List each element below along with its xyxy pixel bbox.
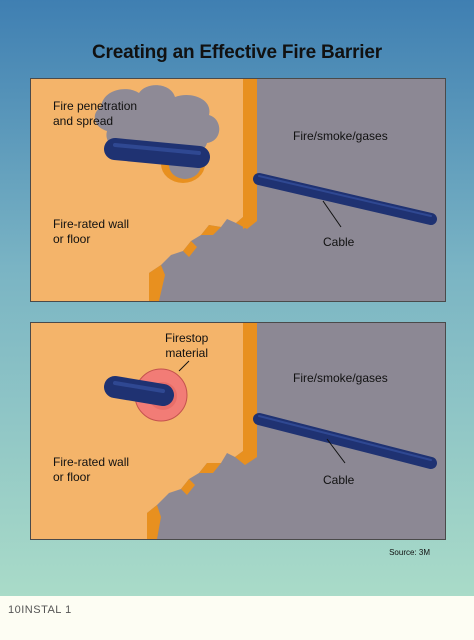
cable-top <box>253 173 437 225</box>
cable-stub-top <box>104 138 210 168</box>
panel-fire-penetration: Fire penetration and spread Fire/smoke/g… <box>30 78 446 302</box>
wall-broken-edge <box>147 451 257 539</box>
cable-leader-top <box>322 200 342 228</box>
cable-bottom <box>253 413 437 469</box>
diagram-figure: Creating an Effective Fire Barrier Fire … <box>0 0 474 596</box>
wall-broken-edge <box>149 217 257 301</box>
firestop-leader <box>178 360 190 372</box>
label-fire-rated-wall-bottom: Fire-rated wall or floor <box>53 455 130 484</box>
source-credit: Source: 3M <box>389 548 430 557</box>
label-cable-top: Cable <box>323 235 355 249</box>
label-fire-smoke-gases-top: Fire/smoke/gases <box>293 129 388 143</box>
panel-top-graphic <box>31 79 437 301</box>
cable-stub-bottom <box>104 376 174 406</box>
label-cable-bottom: Cable <box>323 473 355 487</box>
diagram-title: Creating an Effective Fire Barrier <box>92 42 382 63</box>
panel-bottom-graphic <box>31 323 437 539</box>
label-fire-smoke-gases-bottom: Fire/smoke/gases <box>293 371 388 385</box>
panel-firestop: Firestop material Fire/smoke/gases Fire-… <box>30 322 446 540</box>
cable-leader-bottom <box>326 438 346 464</box>
wall-edge <box>243 323 257 463</box>
label-firestop-material: Firestop material <box>165 331 209 360</box>
fire-rated-wall <box>31 323 243 539</box>
page-footer: 10INSTAL 1 <box>8 604 72 616</box>
wall-edge <box>243 79 257 229</box>
label-fire-penetration: Fire penetration and spread <box>53 99 138 128</box>
label-fire-rated-wall-top: Fire-rated wall or floor <box>53 217 130 246</box>
